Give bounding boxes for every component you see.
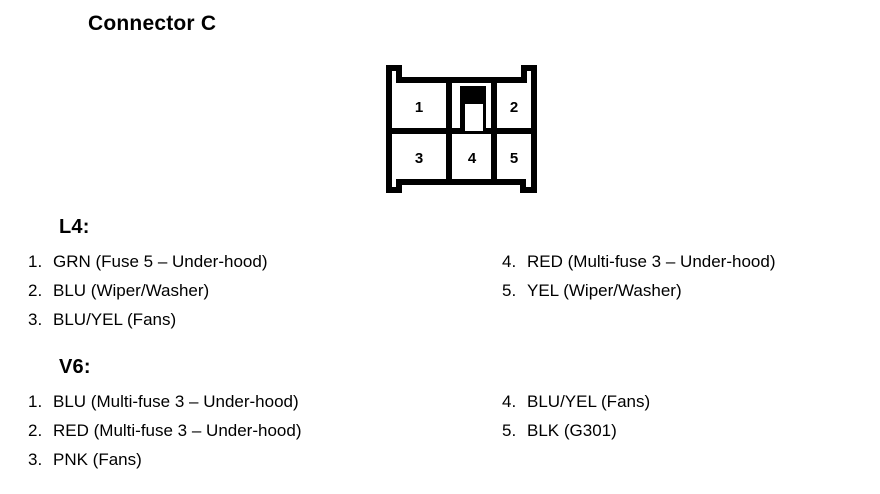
pin-number-2: 2 xyxy=(510,99,518,116)
pin-description: BLU/YEL (Fans) xyxy=(527,392,651,411)
pin-list-l4-right: 4. RED (Multi-fuse 3 – Under-hood) 5. YE… xyxy=(502,252,775,310)
list-item: 5. BLK (G301) xyxy=(502,421,650,450)
pin-number-4: 4 xyxy=(468,150,477,167)
pin-description: BLU (Multi-fuse 3 – Under-hood) xyxy=(53,392,299,411)
connector-outline-svg: 1 2 3 4 5 xyxy=(386,65,537,193)
pin-index: 1. xyxy=(28,392,43,411)
pin-index: 3. xyxy=(28,310,43,329)
pin-description: PNK (Fans) xyxy=(53,450,142,469)
pin-description: BLK (G301) xyxy=(527,421,617,440)
list-item: 4. BLU/YEL (Fans) xyxy=(502,392,650,421)
section-heading-v6: V6: xyxy=(59,356,91,378)
pin-index: 1. xyxy=(28,252,43,271)
pin-description: RED (Multi-fuse 3 – Under-hood) xyxy=(527,252,776,271)
pin-list-v6-left: 1. BLU (Multi-fuse 3 – Under-hood) 2. RE… xyxy=(28,392,301,479)
connector-c-pinout-diagram: 1 2 3 4 5 xyxy=(384,60,570,196)
pin-index: 4. xyxy=(502,252,517,271)
section-heading-l4: L4: xyxy=(59,216,90,238)
pin-number-3: 3 xyxy=(415,150,423,167)
center-key-cutout xyxy=(465,104,483,131)
pin-number-1: 1 xyxy=(415,99,423,116)
list-item: 2. BLU (Wiper/Washer) xyxy=(28,281,267,310)
pin-index: 5. xyxy=(502,281,517,300)
pin-number-5: 5 xyxy=(510,150,518,167)
pin-index: 4. xyxy=(502,392,517,411)
pin-description: BLU/YEL (Fans) xyxy=(53,310,177,329)
pin-list-l4-left: 1. GRN (Fuse 5 – Under-hood) 2. BLU (Wip… xyxy=(28,252,267,339)
page-title: Connector C xyxy=(88,12,217,35)
list-item: 1. BLU (Multi-fuse 3 – Under-hood) xyxy=(28,392,301,421)
list-item: 3. PNK (Fans) xyxy=(28,450,301,479)
list-item: 1. GRN (Fuse 5 – Under-hood) xyxy=(28,252,267,281)
list-item: 4. RED (Multi-fuse 3 – Under-hood) xyxy=(502,252,775,281)
pin-index: 5. xyxy=(502,421,517,440)
list-item: 5. YEL (Wiper/Washer) xyxy=(502,281,775,310)
pin-description: RED (Multi-fuse 3 – Under-hood) xyxy=(53,421,302,440)
pin-index: 3. xyxy=(28,450,43,469)
pin-description: BLU (Wiper/Washer) xyxy=(53,281,210,300)
pin-description: GRN (Fuse 5 – Under-hood) xyxy=(53,252,268,271)
pin-list-v6-right: 4. BLU/YEL (Fans) 5. BLK (G301) xyxy=(502,392,650,450)
pin-index: 2. xyxy=(28,421,43,440)
pin-description: YEL (Wiper/Washer) xyxy=(527,281,682,300)
pin-index: 2. xyxy=(28,281,43,300)
list-item: 3. BLU/YEL (Fans) xyxy=(28,310,267,339)
list-item: 2. RED (Multi-fuse 3 – Under-hood) xyxy=(28,421,301,450)
connector-body-outline xyxy=(386,65,537,193)
